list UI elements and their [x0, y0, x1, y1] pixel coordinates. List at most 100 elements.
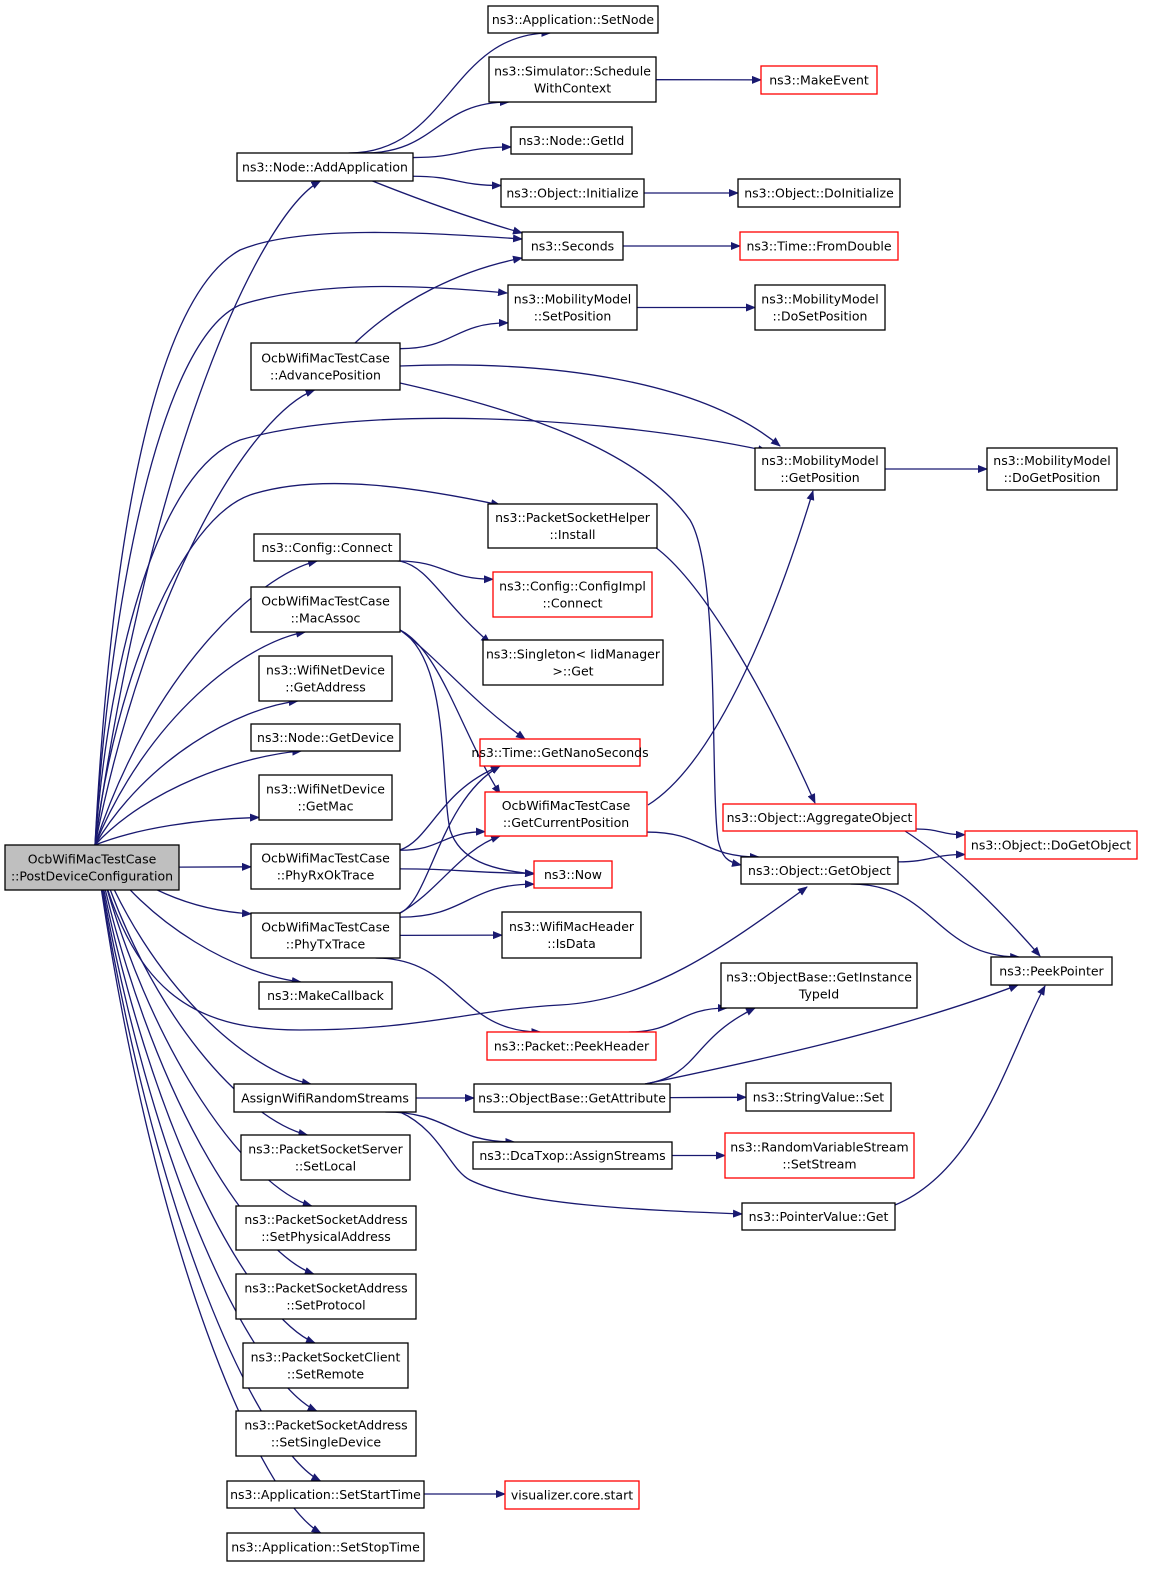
node-label: ns3::Config::ConfigImpl — [499, 579, 646, 594]
node-phytx[interactable]: OcbWifiMacTestCase::PhyTxTrace — [250, 912, 401, 959]
edge-advance-to-getobject — [399, 382, 742, 867]
node-label: visualizer.core.start — [511, 1488, 633, 1503]
node-label: OcbWifiMacTestCase — [502, 798, 631, 813]
node-label: ::SetLocal — [295, 1159, 356, 1174]
node-label: ns3::Object::GetObject — [748, 863, 891, 878]
node-box — [482, 639, 664, 686]
node-advance[interactable]: OcbWifiMacTestCase::AdvancePosition — [250, 342, 401, 391]
node-getnano[interactable]: ns3::Time::GetNanoSeconds — [471, 738, 649, 767]
node-label: ns3::Object::AggregateObject — [727, 810, 913, 825]
node-label: ns3::Time::GetNanoSeconds — [471, 745, 648, 760]
node-rvsetstream[interactable]: ns3::RandomVariableStream::SetStream — [724, 1132, 915, 1179]
node-label: ns3::WifiNetDevice — [266, 663, 385, 678]
node-doinitialize[interactable]: ns3::Object::DoInitialize — [737, 178, 901, 208]
node-dosetposition[interactable]: ns3::MobilityModel::DoSetPosition — [754, 284, 886, 331]
node-getobject[interactable]: ns3::Object::GetObject — [740, 856, 899, 885]
node-box — [745, 1082, 892, 1112]
node-cfgconnect[interactable]: ns3::Config::Connect — [253, 533, 401, 562]
node-box — [741, 1202, 896, 1231]
node-dogetobject[interactable]: ns3::Object::DoGetObject — [964, 830, 1138, 860]
edge-aggregate-to-peekpointer — [904, 830, 1041, 957]
edge-addapp-to-schedule — [364, 98, 510, 154]
node-label: ::AdvancePosition — [270, 368, 381, 383]
node-peekheader[interactable]: ns3::Packet::PeekHeader — [486, 1031, 657, 1061]
edge-pointerget-to-peekpointer — [894, 985, 1046, 1206]
edge-phytx-to-now — [399, 880, 535, 918]
node-box — [724, 1132, 915, 1179]
node-dogetposition[interactable]: ns3::MobilityModel::DoGetPosition — [986, 447, 1118, 491]
node-box — [226, 1532, 425, 1562]
node-aggregate[interactable]: ns3::Object::AggregateObject — [722, 803, 917, 832]
node-label: ::GetMac — [297, 799, 353, 814]
node-seconds[interactable]: ns3::Seconds — [521, 231, 624, 261]
node-label: ::Connect — [542, 596, 602, 611]
node-label: TypeId — [798, 987, 839, 1002]
node-box — [472, 1141, 673, 1170]
node-isdata[interactable]: ns3::WifiMacHeader::IsData — [501, 911, 642, 959]
node-fromdouble[interactable]: ns3::Time::FromDouble — [739, 231, 899, 261]
node-getattribute[interactable]: ns3::ObjectBase::GetAttribute — [473, 1083, 671, 1113]
node-peekpointer[interactable]: ns3::PeekPointer — [990, 956, 1113, 986]
node-pssetlocal[interactable]: ns3::PacketSocketServer::SetLocal — [240, 1134, 411, 1181]
node-box — [258, 774, 393, 821]
node-vizstart[interactable]: visualizer.core.start — [504, 1480, 640, 1510]
node-box — [487, 5, 659, 34]
node-label: ns3::PacketSocketServer — [248, 1142, 403, 1157]
node-label: ::SetPhysicalAddress — [261, 1229, 391, 1244]
edge-root-to-addapp — [94, 180, 322, 846]
node-getid[interactable]: ns3::Node::GetId — [510, 126, 633, 155]
node-now[interactable]: ns3::Now — [533, 860, 613, 889]
node-getmac[interactable]: ns3::WifiNetDevice::GetMac — [258, 774, 393, 821]
node-makecallback[interactable]: ns3::MakeCallback — [258, 981, 393, 1010]
node-pshinstall[interactable]: ns3::PacketSocketHelper::Install — [487, 503, 658, 549]
edge-getattribute-to-getinstancetypeid — [644, 1007, 756, 1085]
node-box — [500, 178, 645, 208]
edge-macassoc-to-now — [399, 629, 535, 878]
node-root[interactable]: OcbWifiMacTestCase::PostDeviceConfigurat… — [4, 844, 180, 891]
edge-assignwifi-to-pointerget — [399, 1111, 743, 1218]
node-setstop[interactable]: ns3::Application::SetStopTime — [226, 1532, 425, 1562]
node-setstart[interactable]: ns3::Application::SetStartTime — [226, 1480, 425, 1509]
node-box — [250, 912, 401, 959]
node-assignwifi[interactable]: AssignWifiRandomStreams — [233, 1083, 417, 1113]
node-label: ns3::Object::DoGetObject — [971, 838, 1131, 853]
node-box — [990, 956, 1113, 986]
node-getdevice[interactable]: ns3::Node::GetDevice — [250, 723, 401, 752]
node-setprotocol[interactable]: ns3::PacketSocketAddress::SetProtocol — [235, 1273, 417, 1320]
node-singleton[interactable]: ns3::Singleton< IidManager>::Get — [482, 639, 664, 686]
node-layer: OcbWifiMacTestCase::PostDeviceConfigurat… — [4, 5, 1138, 1562]
node-label: ns3::Application::SetStopTime — [231, 1540, 420, 1555]
node-macassoc[interactable]: OcbWifiMacTestCase::MacAssoc — [250, 586, 401, 633]
edge-pshinstall-to-aggregate — [654, 546, 816, 804]
node-phyrx[interactable]: OcbWifiMacTestCase::PhyRxOkTrace — [250, 843, 401, 890]
node-getposition[interactable]: ns3::MobilityModel::GetPosition — [754, 447, 886, 491]
edge-getobject-to-dogetobject — [897, 850, 966, 863]
node-setsingle[interactable]: ns3::PacketSocketAddress::SetSingleDevic… — [235, 1410, 417, 1457]
node-dcaassign[interactable]: ns3::DcaTxop::AssignStreams — [472, 1141, 673, 1170]
node-setnode[interactable]: ns3::Application::SetNode — [487, 5, 659, 34]
node-label: ns3::Simulator::Schedule — [494, 64, 651, 79]
node-box — [492, 571, 653, 618]
edge-root-to-advance — [94, 389, 316, 846]
node-setphysaddr[interactable]: ns3::PacketSocketAddress::SetPhysicalAdd… — [235, 1205, 417, 1251]
node-label: ns3::Config::Connect — [261, 540, 392, 555]
node-box — [253, 533, 401, 562]
node-setremote[interactable]: ns3::PacketSocketClient::SetRemote — [242, 1342, 409, 1389]
node-stringset[interactable]: ns3::StringValue::Set — [745, 1082, 892, 1112]
node-addapp[interactable]: ns3::Node::AddApplication — [236, 152, 414, 182]
node-makeevent[interactable]: ns3::MakeEvent — [760, 65, 878, 95]
edge-root-to-setremote — [94, 844, 316, 1344]
node-label: ns3::PacketSocketAddress — [244, 1212, 407, 1227]
node-getaddress[interactable]: ns3::WifiNetDevice::GetAddress — [258, 655, 393, 702]
node-label: ::GetPosition — [780, 470, 859, 485]
node-box — [504, 1480, 640, 1510]
node-pointerget[interactable]: ns3::PointerValue::Get — [741, 1202, 896, 1231]
node-cfgimplconnect[interactable]: ns3::Config::ConfigImpl::Connect — [492, 571, 653, 618]
edge-phyrx-to-now — [399, 868, 535, 878]
node-initialize[interactable]: ns3::Object::Initialize — [500, 178, 645, 208]
node-getcurpos[interactable]: OcbWifiMacTestCase::GetCurrentPosition — [484, 791, 648, 837]
node-setposition[interactable]: ns3::MobilityModel::SetPosition — [507, 284, 638, 331]
